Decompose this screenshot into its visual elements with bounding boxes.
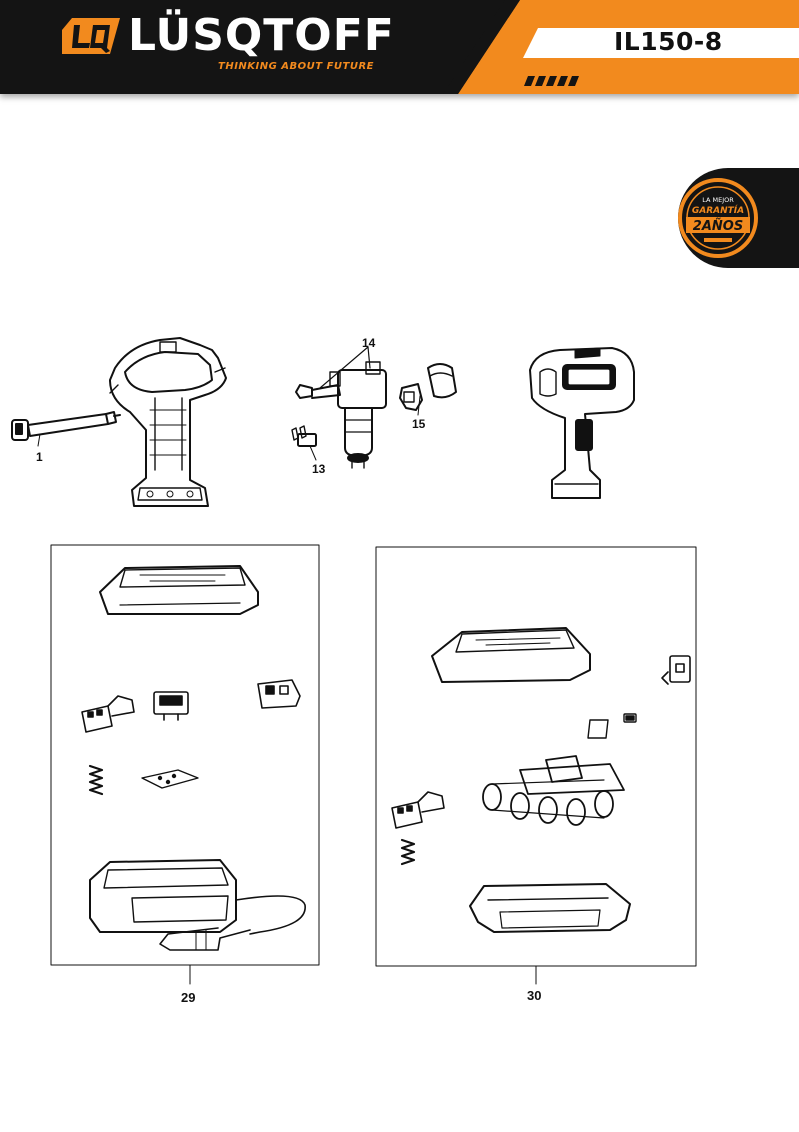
model-code: IL150-8 xyxy=(614,27,723,56)
part-number-13: 13 xyxy=(312,462,326,476)
battery-top-cover-drawing xyxy=(431,627,591,683)
warranty-line1: LA MEJOR xyxy=(702,196,734,204)
spring-drawing xyxy=(88,764,104,796)
battery-terminal-drawing xyxy=(81,695,135,733)
group-30-box xyxy=(375,546,697,985)
bracket-drawing xyxy=(661,655,691,685)
lq-logo-icon xyxy=(62,18,120,54)
battery-bottom-case-drawing xyxy=(469,883,631,933)
circuit-board-drawing xyxy=(141,769,199,789)
socket-part-drawing xyxy=(257,679,301,709)
part-number-15: 15 xyxy=(412,417,426,431)
warranty-line2: GARANTÍA xyxy=(692,204,744,216)
page-header: LÜSQTOFF THINKING ABOUT FUTURE IL150-8 xyxy=(0,0,799,94)
motor-pump-drawing xyxy=(295,346,387,469)
car-adapter-drawing xyxy=(89,859,306,951)
brand-tagline: THINKING ABOUT FUTURE xyxy=(218,61,375,72)
group-29-box xyxy=(50,544,320,985)
header-stripes xyxy=(443,0,799,94)
battery-terminal-drawing-2 xyxy=(391,791,445,829)
group-number-29: 29 xyxy=(181,990,196,1005)
hose-part-drawing xyxy=(11,411,121,447)
part-number-14: 14 xyxy=(362,336,376,350)
brand-name: LÜSQTOFF xyxy=(128,10,395,61)
part-number-1: 1 xyxy=(36,450,43,464)
warranty-line3: 2AÑOS xyxy=(693,218,743,234)
group-number-30: 30 xyxy=(527,988,542,1003)
small-parts-drawing xyxy=(587,713,637,739)
connector-block-drawing xyxy=(153,691,189,721)
bracket-cap-drawing xyxy=(399,363,457,416)
spring-drawing-2 xyxy=(400,838,416,866)
assembled-inflator-drawing xyxy=(529,347,635,499)
battery-cell-pack-drawing xyxy=(482,755,625,826)
adapter-top-cover-drawing xyxy=(99,565,259,615)
warranty-seal-icon: LA MEJOR GARANTÍA 2AÑOS xyxy=(678,168,799,268)
housing-half-drawing xyxy=(109,337,227,507)
switch-drawing xyxy=(291,425,317,461)
